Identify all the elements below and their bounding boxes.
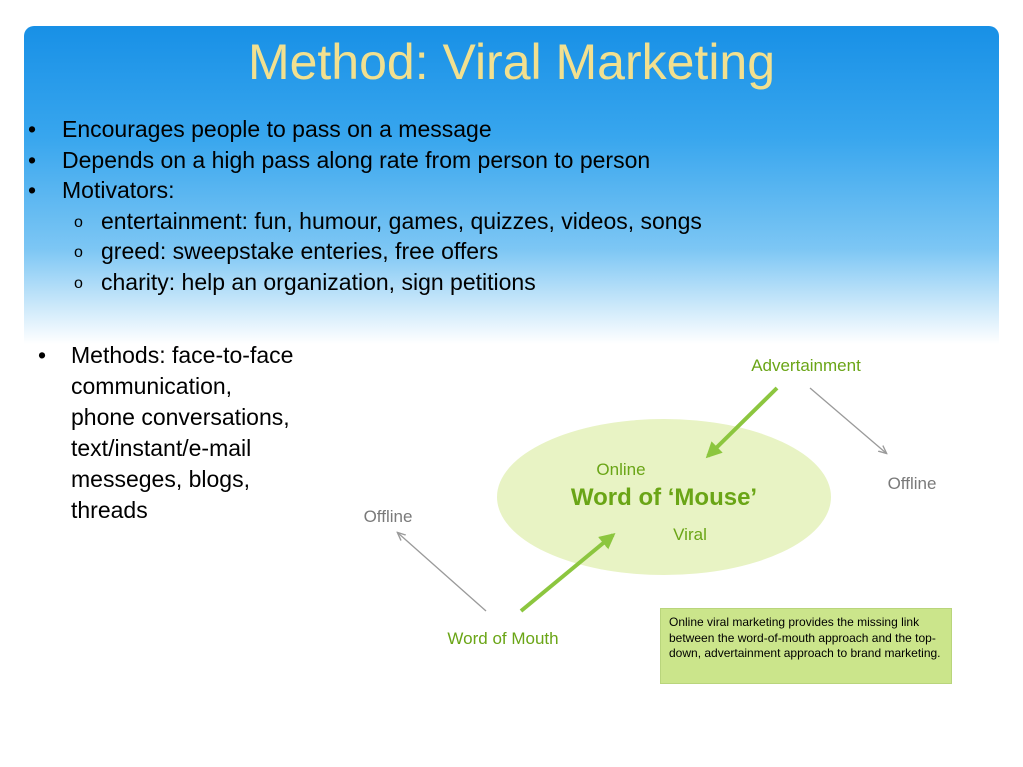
bullet-item: • Depends on a high pass along rate from…	[28, 145, 988, 176]
bullet-text: Depends on a high pass along rate from p…	[62, 146, 651, 173]
header-gradient-band	[24, 26, 999, 344]
methods-text: Methods: face-to-face communication, pho…	[71, 342, 294, 523]
sub-bullet-text: charity: help an organization, sign peti…	[101, 268, 536, 295]
word-of-mouse-label: Word of ‘Mouse’	[571, 484, 757, 511]
advertainment-label: Advertainment	[751, 356, 861, 375]
advertainment-arrow	[705, 386, 779, 459]
bullet-marker: •	[28, 146, 37, 173]
sub-bullet-marker: o	[74, 274, 83, 292]
note-box: Online viral marketing provides the miss…	[660, 608, 952, 684]
bullet-marker: •	[28, 116, 37, 142]
offline-right-label: Offline	[888, 474, 937, 493]
slide-title: Method: Viral Marketing	[247, 34, 776, 90]
online-label: Online	[596, 460, 645, 479]
online-ellipse	[497, 419, 831, 575]
bullet-item: • Encourages people to pass on a message	[28, 114, 988, 145]
bullet-marker: •	[38, 342, 47, 368]
bullet-text: Motivators:	[62, 177, 175, 203]
sub-bullet-item: o entertainment: fun, humour, games, qui…	[28, 206, 988, 237]
viral-label: Viral	[673, 525, 707, 544]
offline-left-arrow	[398, 533, 487, 612]
bullet-list: • Encourages people to pass on a message…	[28, 114, 988, 297]
sub-bullet-text: entertainment: fun, humour, games, quizz…	[101, 207, 702, 234]
bullet-marker: •	[28, 177, 37, 203]
sub-bullet-marker: o	[74, 244, 83, 261]
sub-bullet-text: greed: sweepstake enteries, free offers	[101, 238, 499, 264]
offline-right-arrow	[809, 387, 886, 453]
sub-bullet-item: o greed: sweepstake enteries, free offer…	[28, 236, 988, 267]
offline-left-label: Offline	[364, 507, 413, 526]
bullet-text: Encourages people to pass on a message	[62, 116, 492, 142]
sub-bullet-marker: o	[74, 213, 83, 231]
word-of-mouth-arrow	[519, 532, 616, 613]
word-of-mouth-label: Word of Mouth	[447, 629, 558, 648]
bullet-item: • Motivators:	[28, 175, 988, 206]
sub-bullet-item: o charity: help an organization, sign pe…	[28, 267, 988, 298]
viral-marketing-diagram: Advertainment Offline Offline Online Wor…	[330, 340, 990, 700]
